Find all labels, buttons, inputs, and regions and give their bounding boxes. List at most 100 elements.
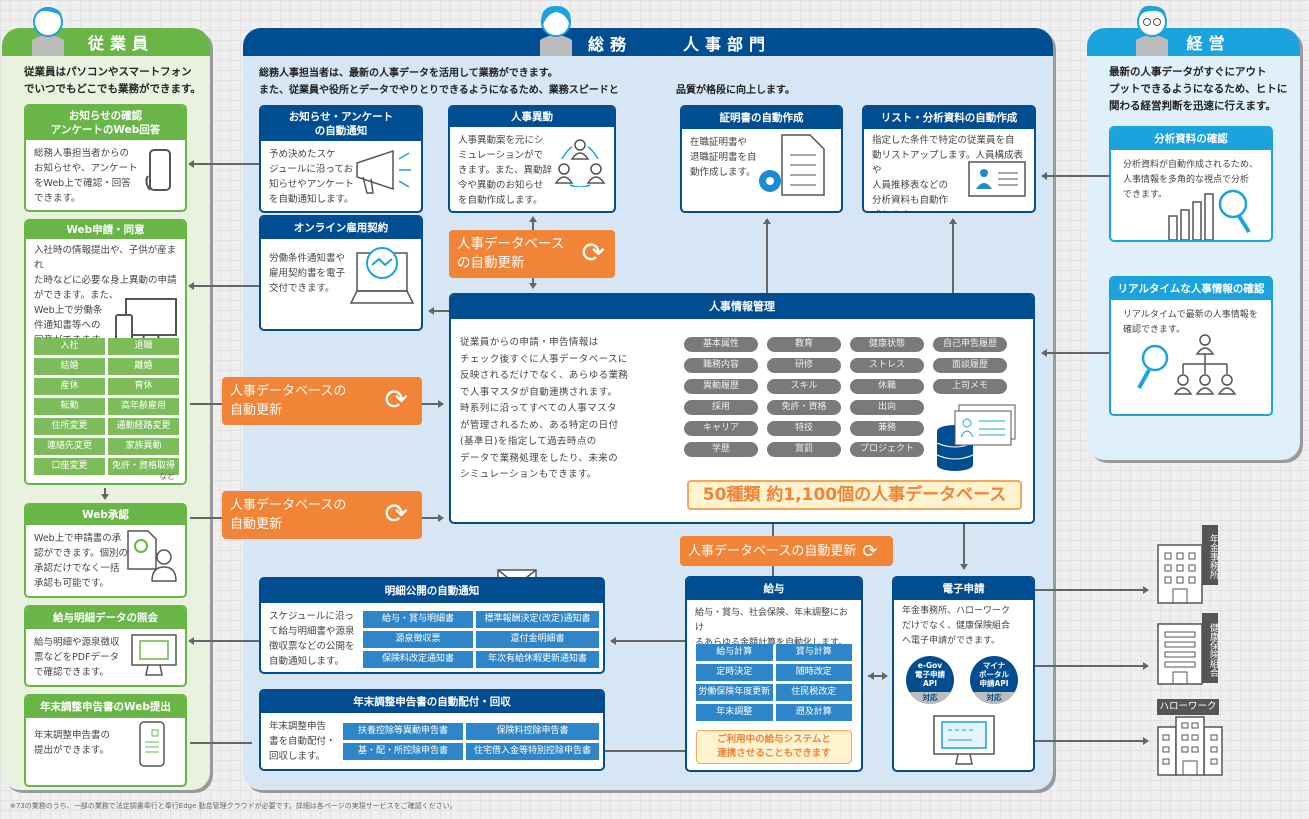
hr-data-pills: 基本属性教育健康状態自己申告履歴 職務内容研修ストレス面談履歴 異動履歴スキル休…	[684, 337, 1007, 457]
health-insurance-building-icon	[1157, 623, 1203, 685]
card-text: 知らせやアンケート	[269, 179, 354, 190]
pill: 職務内容	[684, 358, 758, 373]
tag: 基・配・所控除申告書	[343, 743, 463, 760]
card-text: 総務人事担当者からの	[34, 148, 130, 159]
refresh-icon: ⟳	[581, 236, 605, 269]
tag: 標準報酬決定(改定)通知書	[476, 611, 599, 628]
bar-chart-magnifier-icon	[1168, 189, 1251, 240]
connector	[190, 403, 222, 405]
card-notice-check[interactable]: お知らせの確認アンケートのWeb回答 総務人事担当者からのお知らせや、アンケート…	[24, 104, 187, 212]
card-text: 人事情報を多角的な視点で分析	[1123, 175, 1250, 185]
card-web-approval[interactable]: Web承認 Web上で申請書の承認ができます。個別の承認だけでなく一括承認も可能…	[24, 503, 187, 598]
card-analysis-check[interactable]: 分析資料の確認 分析資料が自動作成されるため、人事情報を多角的な視点で分析できま…	[1109, 126, 1273, 242]
lead-line: でいつでもどこでも業務ができます。	[24, 83, 201, 95]
badge-text: ポータル	[979, 670, 1009, 679]
card-text: 承認も可能です。	[34, 578, 110, 589]
card-title: 給与明細データの照会	[53, 612, 158, 624]
card-text: だけでなく、健康保険組合	[902, 621, 1011, 631]
connector	[772, 566, 774, 576]
health-insurance-label: 健康保険組合	[1202, 613, 1218, 683]
management-avatar-icon	[1136, 5, 1168, 56]
card-text: 動作成します。	[690, 167, 756, 178]
card-title: 電子申請	[942, 583, 985, 595]
pill: 採用	[684, 400, 758, 415]
pension-office-label: 年金事務所	[1202, 525, 1218, 585]
hellowork-label: ハローワーク	[1157, 699, 1219, 715]
pill: 出向	[850, 400, 924, 415]
card-realtime-check[interactable]: リアルタイムな人事情報の確認 リアルタイムで最新の人事情報を確認できます。	[1109, 276, 1273, 416]
pill: スキル	[767, 379, 841, 394]
pill: 学歴	[684, 442, 758, 457]
connector	[1035, 585, 1149, 594]
card-title: 給与	[763, 583, 785, 595]
hrm-text: (基準日)を指定して過去時点の	[460, 436, 597, 447]
card-text: 指定した条件で特定の従業員を自	[872, 135, 1015, 146]
hellowork-building-icon	[1157, 716, 1223, 776]
tag: 扶養控除等異動申告書	[343, 723, 463, 740]
hr-info-management[interactable]: 人事情報管理 従業員からの申請・申告情報はチェック後すぐに人事データベースに反映…	[449, 293, 1035, 524]
monitor-document-icon	[131, 634, 177, 676]
tag: 免許・資格取得	[108, 458, 179, 475]
card-text: 令や異動のお知らせ	[458, 180, 544, 191]
card-yearend-web-submit[interactable]: 年末調整申告書のWeb提出 年末調整申告書の提出ができます。	[24, 694, 187, 787]
connector	[428, 306, 449, 315]
pill: 休職	[850, 379, 924, 394]
refresh-icon: ⟳	[384, 383, 408, 416]
tag: 離婚	[108, 358, 179, 375]
card-text: ミュレーションがで	[458, 150, 544, 161]
badge-text: 人事データベース	[457, 236, 565, 252]
general-lead: 総務人事担当者は、最新の人事データを活用して業務ができます。 また、従業員や役所…	[259, 65, 619, 99]
card-text: 承認だけでなく一括	[34, 563, 120, 574]
card-text: 分析資料も自動作	[872, 195, 949, 206]
card-personnel-transfer[interactable]: 人事異動 人事異動案を元にシミュレーションができます。また、異動辞令や異動のお知…	[448, 105, 616, 213]
card-text: ジュールに沿ってお	[269, 164, 354, 175]
card-text: 回収します。	[269, 751, 326, 762]
laptop-handshake-icon	[349, 247, 415, 304]
badge-text: 人事データベースの	[230, 384, 347, 399]
connector	[422, 513, 444, 522]
card-text: 給与・賞与、社会保険、年末調整におけ	[695, 608, 849, 633]
database-profile-icon	[936, 404, 1016, 471]
badge-text: の自動更新	[457, 255, 525, 271]
card-certificate-auto[interactable]: 証明書の自動作成 在職証明書や退職証明書を自動作成します。	[680, 105, 843, 213]
tag: 給与・賞与明細書	[363, 611, 473, 628]
card-online-contract[interactable]: オンライン雇用契約 労働条件通知書や雇用契約書を電子交付できます。	[259, 215, 423, 331]
tag: 転勤	[34, 398, 105, 415]
pill: 自己申告履歴	[933, 337, 1007, 352]
card-text: て給与明細書や源泉	[269, 626, 355, 637]
pill: 兼務	[850, 421, 924, 436]
card-auto-notice[interactable]: お知らせ・アンケートの自動通知 予め決めたスケジュールに沿ってお知らせやアンケー…	[259, 105, 423, 213]
card-list-analysis-auto[interactable]: リスト・分析資料の自動作成 指定した条件で特定の従業員を自動リストアップします。…	[862, 105, 1036, 213]
lead-line: 最新の人事データがすぐにアウト	[1109, 66, 1267, 78]
card-text: 件通知書等への	[34, 320, 101, 331]
card-text: 予め決めたスケ	[269, 149, 336, 160]
card-payslip-publish[interactable]: 明細公開の自動通知 スケジュールに沿って給与明細書や源泉徴収票などの公開を自動通…	[259, 577, 605, 674]
connector	[188, 636, 259, 645]
card-payslip-view[interactable]: 給与明細データの照会 給与明細や源泉徴収票などをPDFデータで確認できます。	[24, 605, 187, 687]
card-electronic-filing[interactable]: 電子申請 年金事務所、ハローワークだけでなく、健康保険組合へ電子申請ができます。…	[892, 576, 1035, 772]
connector	[1041, 171, 1109, 180]
card-yearend-distribution[interactable]: 年末調整申告書の自動配付・回収 年末調整申告書を自動配付・回収します。 扶養控除…	[259, 689, 605, 771]
card-web-application[interactable]: Web申請・同意 入社時の情報提出や、子供が産まれた時などに必要な身上異動の申請…	[24, 219, 187, 485]
tag: 随時改定	[775, 664, 852, 681]
connector	[762, 218, 771, 293]
life-event-tags: 入社退職 結婚離婚 産休育休 転勤高年齢雇用 住所変更通勤経路変更 連絡先変更家…	[34, 338, 179, 475]
hrm-text: 従業員からの申請・申告情報は	[460, 337, 599, 348]
document-gear-icon	[759, 134, 825, 196]
monitor-form-icon	[933, 715, 995, 765]
pill: 健康状態	[850, 337, 924, 352]
card-text: 分析資料が自動作成されるため、	[1123, 160, 1259, 170]
card-text: 給与明細や源泉徴収	[34, 637, 120, 648]
card-text: できます。	[34, 193, 81, 204]
connector	[610, 636, 685, 645]
card-text: 自動通知します。	[269, 656, 345, 667]
arrow-down	[100, 488, 109, 500]
card-text: を自動作成します。	[458, 195, 543, 206]
card-title: オンライン雇用契約	[293, 222, 389, 234]
card-payroll[interactable]: 給与 給与・賞与、社会保険、年末調整におけるあらゆる金額計算を自動化します。 給…	[685, 576, 863, 772]
card-text: た時などに必要な身上異動の申請	[34, 275, 177, 286]
card-title: 年末調整申告書の自動配付・回収	[353, 696, 511, 708]
tag: 還付金明細書	[476, 631, 599, 648]
lead-line: 関わる経営判断を迅速に行えます。	[1109, 100, 1276, 112]
auto-update-badge-top: 人事データベースの自動更新 ⟳	[449, 230, 615, 278]
